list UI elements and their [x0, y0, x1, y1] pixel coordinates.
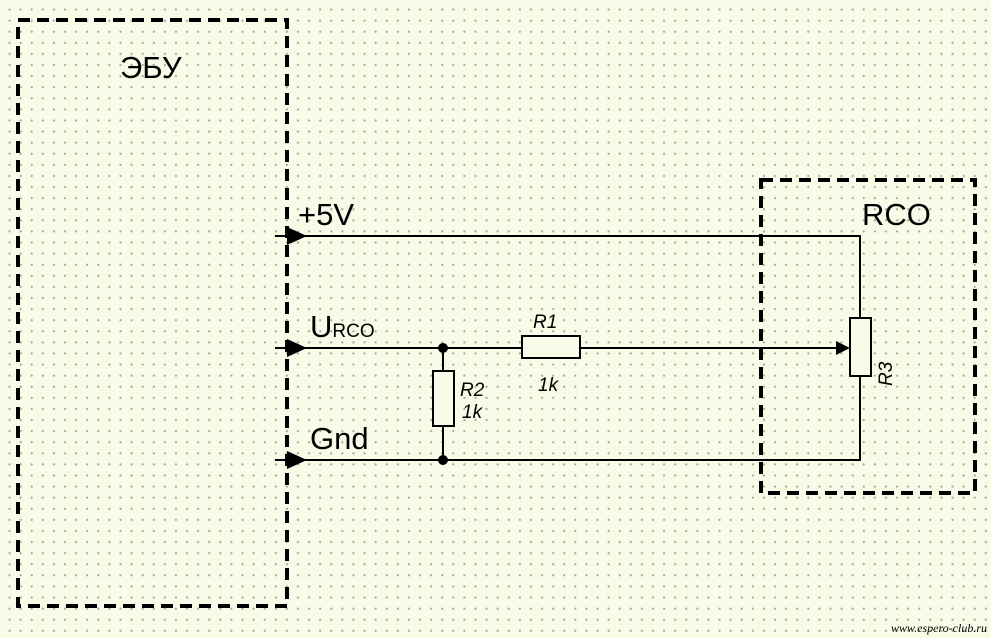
vcc-line: [275, 227, 861, 318]
junction-signal: [438, 343, 448, 353]
rco-box: [759, 178, 977, 495]
signal-label: URCO: [310, 309, 375, 344]
r2-name: R2: [460, 380, 485, 401]
ground-line: [275, 376, 861, 469]
r3-potentiometer: [849, 317, 872, 377]
r3-name: R3: [876, 361, 897, 386]
ecu-label: ЭБУ: [120, 50, 182, 85]
r1-name: R1: [533, 312, 557, 333]
ecu-box: [16, 18, 289, 608]
watermark: www.espero-club.ru: [891, 621, 987, 635]
r1-resistor: [521, 335, 581, 359]
wiper-arrow-icon: [836, 341, 850, 355]
r2-resistor: [432, 370, 455, 427]
rco-label: RCO: [862, 197, 931, 232]
r1-value: 1k: [538, 375, 560, 396]
r2-value: 1k: [462, 402, 484, 423]
vcc-arrow-icon: [287, 227, 307, 245]
signal-arrow-icon: [287, 339, 307, 357]
signal-line: [275, 339, 850, 357]
ground-arrow-icon: [287, 451, 307, 469]
ground-label: Gnd: [310, 421, 369, 456]
junction-ground: [438, 455, 448, 465]
vcc-label: +5V: [298, 197, 354, 232]
